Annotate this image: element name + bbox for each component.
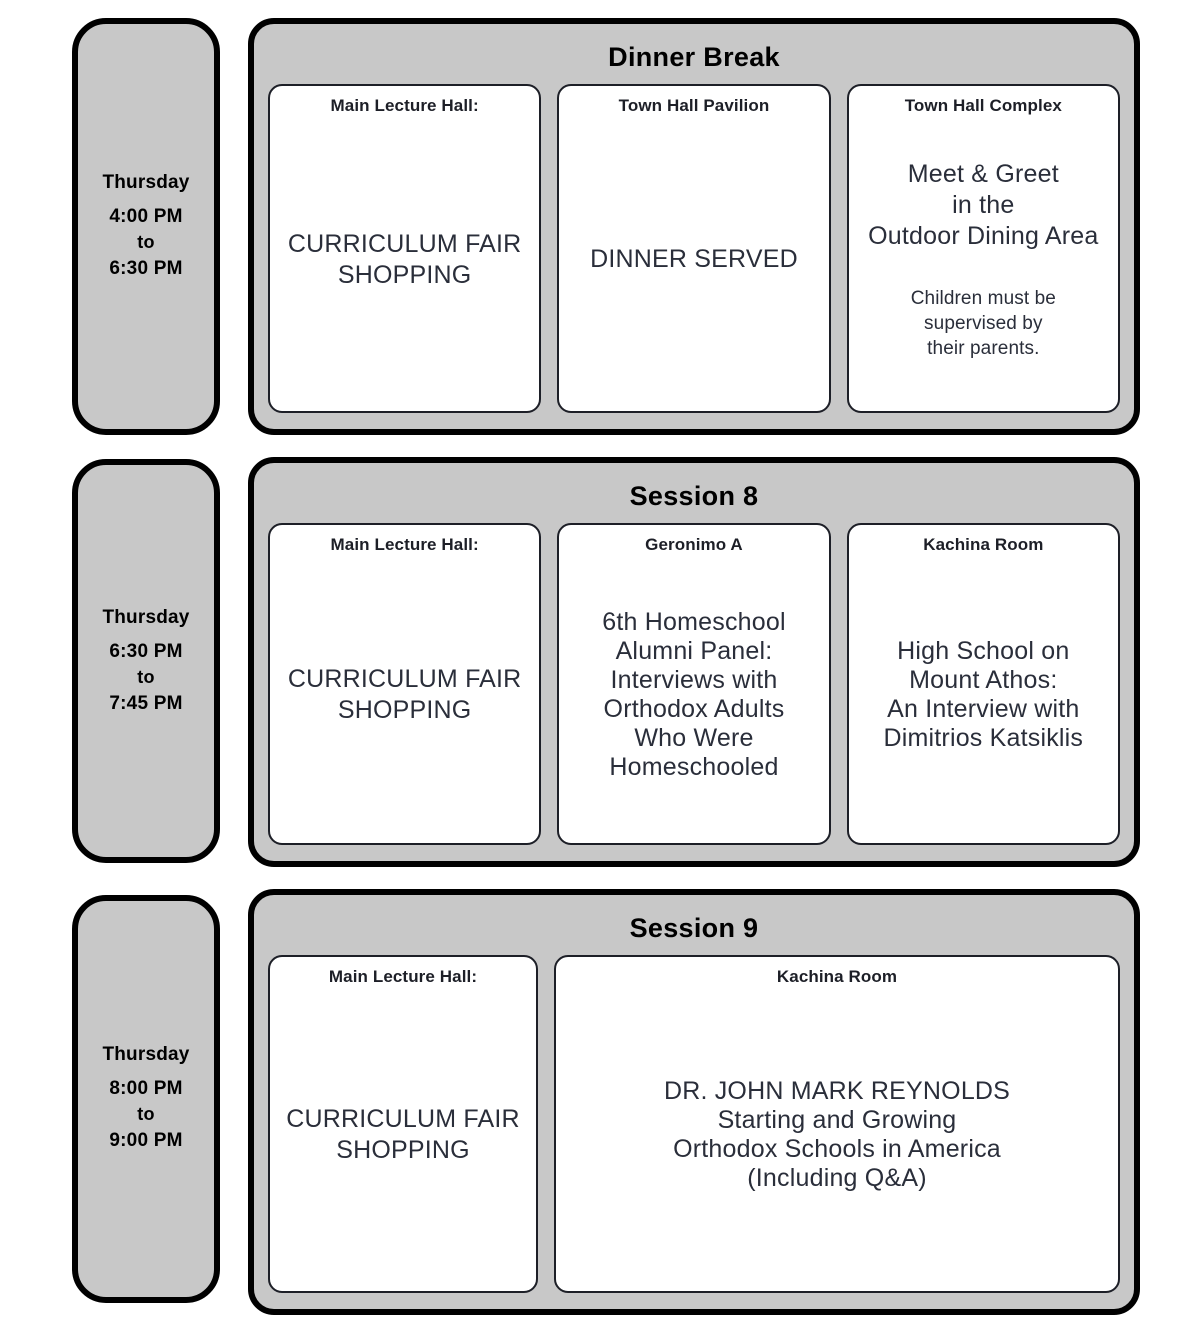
card-session-title: High School on Mount Athos: An Interview… [883,637,1084,752]
schedule-row: Thursday 8:00 PM to 9:00 PM Session 9 Ma… [72,888,1140,1315]
card-session-note: Children must be supervised by their par… [910,287,1056,359]
card-session-title: Meet & Greet in the Outdoor Dining Area [868,159,1099,250]
time-end: 7:45 PM [109,692,183,714]
time-start: 6:30 PM [109,640,183,662]
time-separator: to [137,232,155,253]
card-room-label: Kachina Room [923,535,1044,555]
session-title: Session 8 [629,481,759,512]
schedule-row: Thursday 6:30 PM to 7:45 PM Session 8 Ma… [72,457,1140,867]
card-body: DR. JOHN MARK REYNOLDS Starting and Grow… [562,989,1112,1281]
card-room-label: Main Lecture Hall: [330,535,479,555]
session-card-list: Main Lecture Hall: CURRICULUM FAIR SHOPP… [268,523,1120,845]
card-session-title: 6th Homeschool Alumni Panel: Interviews … [602,608,786,781]
time-end: 6:30 PM [109,258,183,280]
card-room-label: Main Lecture Hall: [330,96,479,115]
card-body: DINNER SERVED [565,118,822,401]
session-card[interactable]: Main Lecture Hall: CURRICULUM FAIR SHOPP… [268,954,538,1293]
card-body: CURRICULUM FAIR SHOPPING [276,118,533,401]
session-card[interactable]: Main Lecture Hall: CURRICULUM FAIR SHOPP… [268,84,542,414]
time-day: Thursday [102,172,190,194]
time-start: 4:00 PM [109,206,183,228]
session-card[interactable]: Geronimo A 6th Homeschool Alumni Panel: … [557,523,831,845]
card-session-title: CURRICULUM FAIR SHOPPING [287,229,522,289]
time-slot-pill: Thursday 4:00 PM to 6:30 PM [72,18,220,436]
card-room-label: Town Hall Complex [904,96,1062,115]
session-block: Session 8 Main Lecture Hall: CURRICULUM … [248,457,1140,867]
time-start: 8:00 PM [109,1078,183,1100]
time-slot-pill: Thursday 8:00 PM to 9:00 PM [72,894,220,1303]
card-body: CURRICULUM FAIR SHOPPING [276,557,533,832]
session-block: Session 9 Main Lecture Hall: CURRICULUM … [248,888,1140,1315]
session-card[interactable]: Kachina Room DR. JOHN MARK REYNOLDS Star… [554,954,1120,1293]
card-session-title: CURRICULUM FAIR SHOPPING [287,665,522,724]
session-card[interactable]: Kachina Room High School on Mount Athos:… [846,523,1120,845]
session-card-list: Main Lecture Hall: CURRICULUM FAIR SHOPP… [268,954,1120,1293]
card-room-label: Kachina Room [776,966,898,986]
schedule-row: Thursday 4:00 PM to 6:30 PM Dinner Break… [72,18,1140,436]
time-day: Thursday [102,606,190,628]
card-session-title: DINNER SERVED [590,245,798,274]
session-card[interactable]: Town Hall Complex Meet & Greet in the Ou… [846,84,1120,414]
card-room-label: Main Lecture Hall: [328,966,478,986]
card-body: CURRICULUM FAIR SHOPPING [276,989,530,1281]
session-block: Dinner Break Main Lecture Hall: CURRICUL… [248,18,1140,436]
time-separator: to [137,666,155,687]
time-day: Thursday [102,1044,190,1066]
session-title: Dinner Break [608,42,780,72]
time-separator: to [137,1104,155,1125]
card-body: 6th Homeschool Alumni Panel: Interviews … [565,557,822,832]
session-title: Session 9 [629,912,759,943]
time-end: 9:00 PM [109,1130,183,1152]
card-session-title: CURRICULUM FAIR SHOPPING [286,1104,520,1164]
card-session-title: DR. JOHN MARK REYNOLDS Starting and Grow… [663,1076,1011,1192]
session-card-list: Main Lecture Hall: CURRICULUM FAIR SHOPP… [268,84,1120,414]
session-card[interactable]: Town Hall Pavilion DINNER SERVED [557,84,831,414]
card-body: High School on Mount Athos: An Interview… [855,557,1112,832]
card-body: Meet & Greet in the Outdoor Dining Area … [855,118,1112,401]
card-room-label: Geronimo A [645,535,743,555]
card-room-label: Town Hall Pavilion [618,96,770,115]
time-slot-pill: Thursday 6:30 PM to 7:45 PM [72,459,220,863]
session-card[interactable]: Main Lecture Hall: CURRICULUM FAIR SHOPP… [268,523,542,845]
